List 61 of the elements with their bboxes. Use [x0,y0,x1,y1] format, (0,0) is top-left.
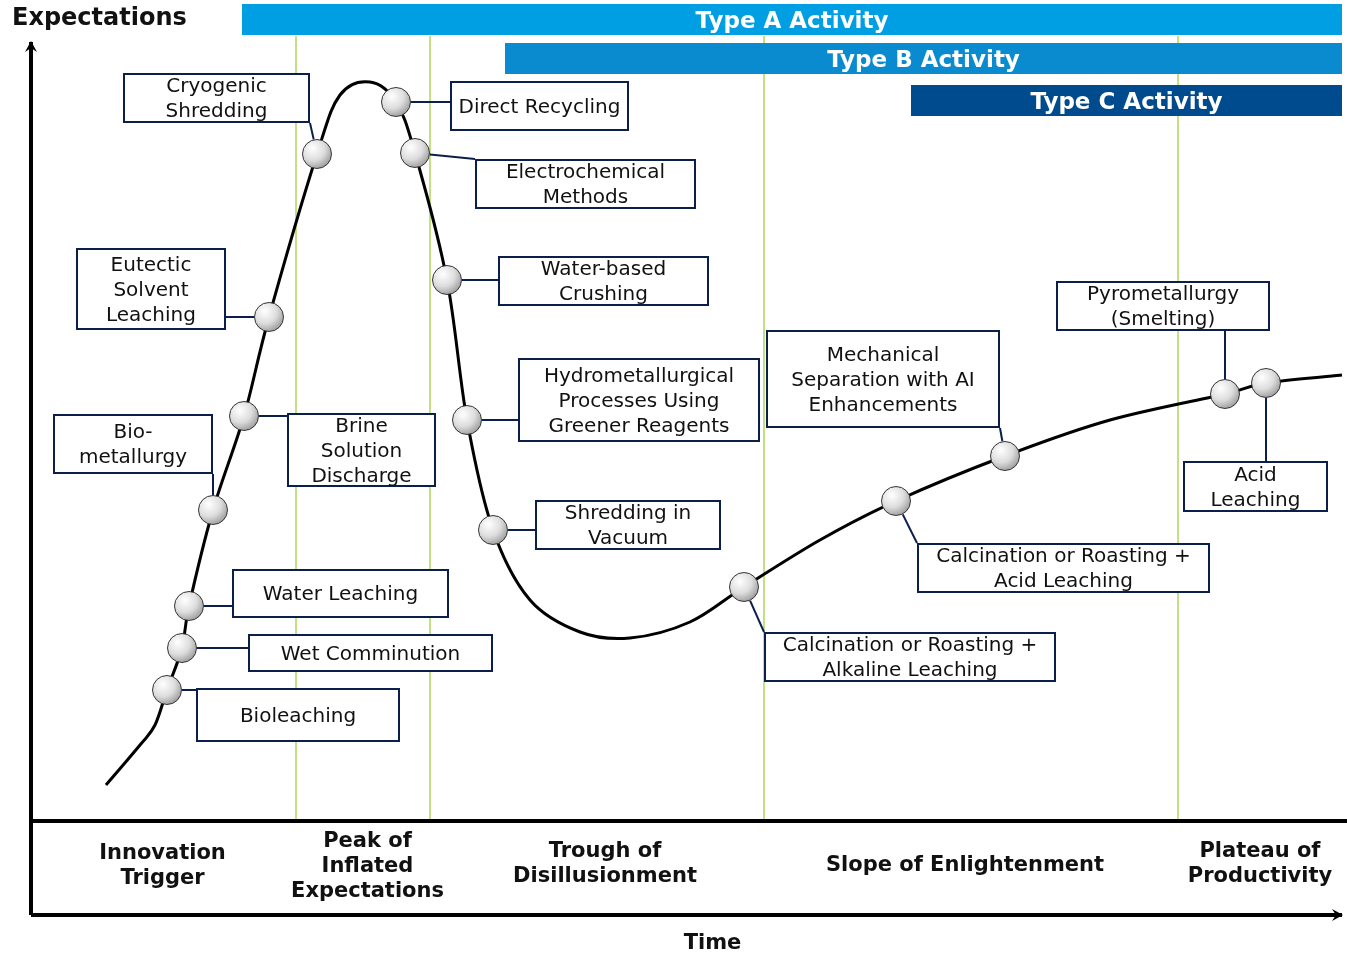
sphere-marker [174,591,204,621]
leader-line [196,647,249,649]
leader-line [461,279,499,281]
sphere-marker [1210,379,1240,409]
technology-box: Acid Leaching [1183,461,1328,512]
technology-box: Water Leaching [232,569,449,618]
sphere-marker [432,265,462,295]
leader-line [1224,330,1226,380]
activity-band: Type C Activity [911,85,1342,116]
activity-band: Type A Activity [242,4,1342,35]
leader-line [428,153,476,160]
sphere-marker [729,572,759,602]
sphere-marker [1251,368,1281,398]
leader-line [309,122,315,141]
axis-title: Expectations [12,5,188,30]
phase-label: Slope of Enlightenment [824,852,1106,877]
phase-label: Plateau of Productivity [1186,838,1334,888]
technology-box: Calcination or Roasting + Alkaline Leaching [764,632,1056,682]
axis-title: Time [682,930,743,955]
sphere-marker [990,441,1020,471]
sphere-marker [400,138,430,168]
leader-line [507,529,536,531]
leader-line [999,427,1004,443]
technology-box: Bio- metallurgy [53,414,213,474]
sphere-marker [229,401,259,431]
sphere-marker [254,302,284,332]
phase-label: Trough of Disillusionment [512,838,698,888]
technology-box: Mechanical Separation with AI Enhancements [766,330,1000,428]
sphere-marker [452,405,482,435]
leader-line [181,689,197,691]
technology-box: Bioleaching [196,688,400,742]
technology-box: Pyrometallurgy (Smelting) [1056,281,1270,331]
leader-line [225,316,255,318]
technology-box: Calcination or Roasting + Acid Leaching [917,543,1210,593]
sphere-marker [167,633,197,663]
phase-label: Innovation Trigger [98,840,227,890]
technology-box: Direct Recycling [450,81,629,131]
leader-line [212,473,214,496]
activity-band: Type B Activity [505,43,1342,74]
leader-line [410,101,451,103]
technology-box: Cryogenic Shredding [123,73,310,123]
technology-box: Wet Comminution [248,634,493,672]
leader-line [203,605,233,607]
sphere-marker [381,87,411,117]
leader-line [901,513,918,544]
technology-box: Brine Solution Discharge [287,413,436,487]
technology-box: Shredding in Vacuum [535,500,721,550]
leader-line [258,415,288,417]
leader-line [1265,397,1267,462]
technology-box: Electrochemical Methods [475,159,696,209]
sphere-marker [881,486,911,516]
sphere-marker [478,515,508,545]
leader-line [749,599,765,633]
leader-line [481,419,519,421]
technology-box: Water-based Crushing [498,256,709,306]
sphere-marker [198,495,228,525]
technology-box: Eutectic Solvent Leaching [76,248,226,330]
phase-label: Peak of Inflated Expectations [290,828,445,903]
technology-box: Hydrometallurgical Processes Using Greener Reagents [518,358,760,442]
sphere-marker [152,675,182,705]
sphere-marker [302,139,332,169]
